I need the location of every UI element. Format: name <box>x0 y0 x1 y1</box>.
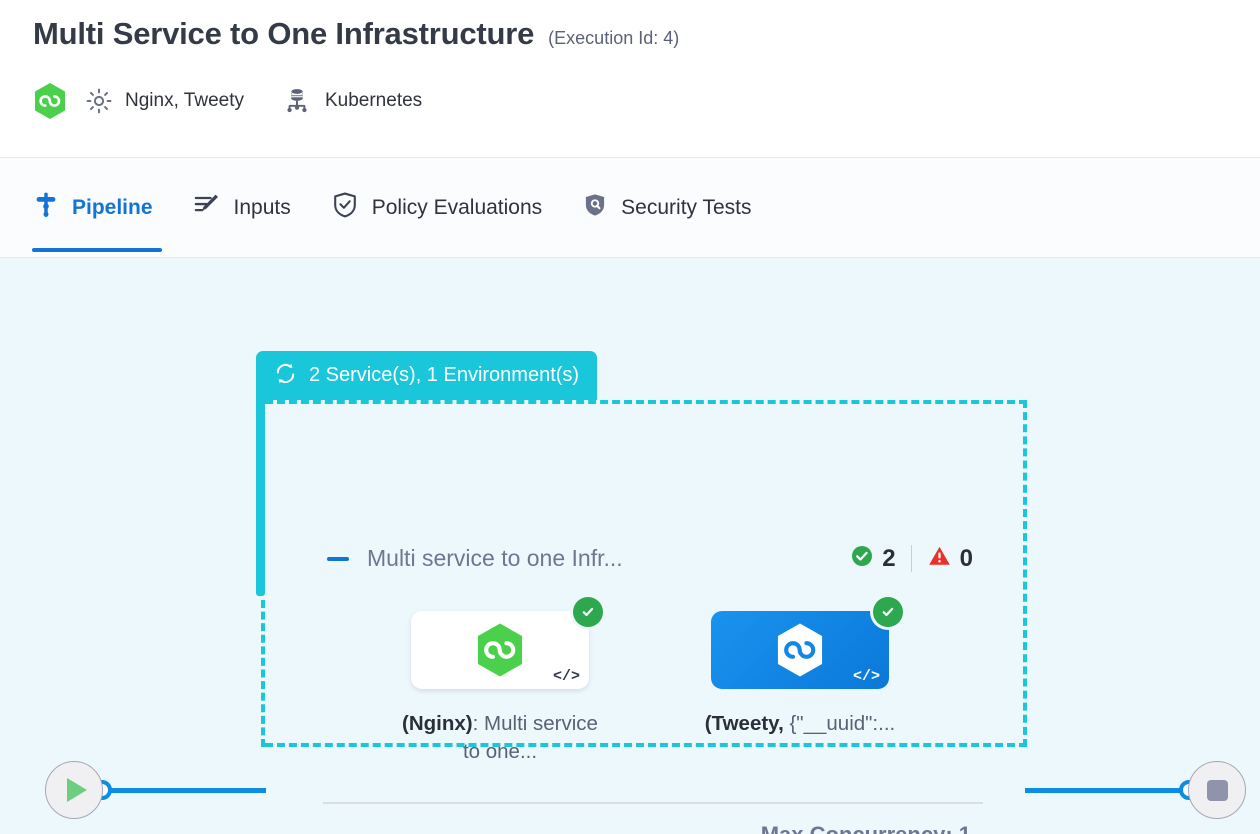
execution-id: (Execution Id: 4) <box>548 28 680 48</box>
loop-refresh-icon <box>273 361 298 391</box>
code-brackets-icon: </> <box>852 668 880 685</box>
group-title: Multi service to one Infr... <box>367 545 623 571</box>
service-tile-nginx[interactable]: </> <box>411 597 603 689</box>
tab-inputs[interactable]: Inputs <box>193 158 291 258</box>
tab-policy-evaluations[interactable]: Policy Evaluations <box>331 158 542 258</box>
shield-security-icon <box>582 191 608 224</box>
count-divider <box>910 545 912 572</box>
meta-row: Nginx, Tweety <box>33 82 422 120</box>
services-label: Nginx, Tweety <box>125 90 244 111</box>
check-circle-icon <box>873 597 903 627</box>
edge-start-to-group <box>100 788 266 793</box>
error-count-group: 0 <box>927 544 973 573</box>
minus-collapse-icon[interactable] <box>325 546 351 572</box>
group-badge[interactable]: 2 Service(s), 1 Environment(s) <box>256 351 598 400</box>
end-node[interactable] <box>1188 761 1246 819</box>
start-node[interactable] <box>45 761 103 819</box>
service-card-label-tweety: (Tweety, {"__uuid":... <box>695 710 905 738</box>
card-divider <box>323 802 983 804</box>
infrastructure-label: Kubernetes <box>324 90 423 111</box>
error-count-value: 0 <box>959 544 973 572</box>
tab-pipeline-label: Pipeline <box>72 195 153 219</box>
page-header: Multi Service to One Infrastructure (Exe… <box>0 0 1260 158</box>
pipeline-icon <box>33 191 59 224</box>
success-count-group: 2 <box>850 544 896 573</box>
title-row: Multi Service to One Infrastructure (Exe… <box>33 16 679 52</box>
service-card-label-rest-nginx: : Multi service to one... <box>462 712 598 763</box>
play-icon <box>67 778 87 802</box>
group-left-bar <box>256 396 265 596</box>
torque-hexagon-logo-icon <box>477 623 523 677</box>
group-body: Multi service to one Infr... 2 <box>261 400 1027 834</box>
warning-triangle-icon <box>927 544 952 573</box>
service-tile-tweety[interactable]: </> <box>711 597 903 689</box>
service-card-nginx: </> (Nginx): Multi service to one... <box>402 597 603 765</box>
inputs-pencil-icon <box>193 191 221 224</box>
shield-check-icon <box>331 191 359 224</box>
service-card-tweety: </> (Tweety, {"__uuid":... <box>705 597 903 765</box>
success-count-value: 2 <box>882 544 896 572</box>
gear-icon <box>85 87 113 115</box>
service-card-label-bold-nginx: (Nginx) <box>402 712 473 735</box>
tab-security-tests-label: Security Tests <box>621 195 752 219</box>
check-circle-icon <box>850 544 874 573</box>
kubernetes-icon <box>282 86 312 116</box>
group-header-row: Multi service to one Infr... 2 <box>325 544 1025 573</box>
pipeline-canvas: 2 Service(s), 1 Environment(s) Multi ser… <box>0 258 1260 834</box>
page-title: Multi Service to One Infrastructure <box>33 16 535 51</box>
stop-icon <box>1206 779 1228 801</box>
group-badge-label: 2 Service(s), 1 Environment(s) <box>309 364 580 386</box>
tab-inputs-label: Inputs <box>233 195 291 219</box>
tab-pipeline[interactable]: Pipeline <box>32 158 162 258</box>
code-brackets-icon: </> <box>552 668 580 685</box>
brand-logo <box>33 82 67 120</box>
tab-policy-evaluations-label: Policy Evaluations <box>371 195 543 219</box>
tab-bar: Pipeline Inputs Policy Evaluatio <box>0 158 1260 258</box>
torque-hexagon-logo-icon <box>777 623 823 677</box>
service-card-label-bold-tweety: (Tweety, <box>704 712 784 735</box>
service-cards: </> (Nginx): Multi service to one... <box>402 597 903 765</box>
group-counts: 2 0 <box>850 544 1025 573</box>
service-card-label-rest-tweety: {"__uuid":... <box>783 712 896 735</box>
pipeline-group: 2 Service(s), 1 Environment(s) Multi ser… <box>256 351 1027 834</box>
check-circle-icon <box>573 597 603 627</box>
max-concurrency-label: Max Concurrency: 1 <box>761 822 971 834</box>
tab-security-tests[interactable]: Security Tests <box>582 158 752 258</box>
edge-group-to-end <box>1025 788 1190 793</box>
service-card-label-nginx: (Nginx): Multi service to one... <box>395 710 605 765</box>
